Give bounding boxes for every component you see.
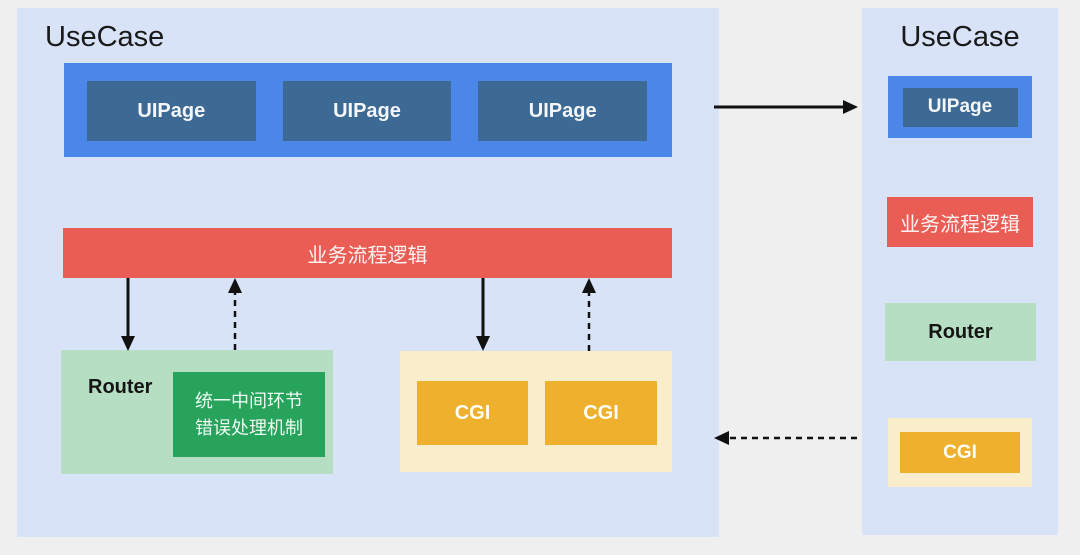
router-group: Router 统一中间环节 错误处理机制 (61, 350, 333, 474)
cgi-box-1: CGI (417, 381, 528, 445)
uipage-box-3: UIPage (478, 81, 648, 141)
mini-cgi-box: CGI (900, 432, 1020, 473)
error-handler-line-1: 统一中间环节 (195, 390, 303, 411)
mini-uipage-container: UIPage (888, 76, 1032, 138)
mini-router-box: Router (885, 303, 1036, 361)
business-logic-bar: 业务流程逻辑 (63, 228, 672, 278)
uipage-box-1: UIPage (87, 81, 256, 141)
uipage-box-2: UIPage (282, 81, 452, 141)
mini-business-logic-box: 业务流程逻辑 (887, 197, 1033, 247)
left-usecase-panel: UseCase UIPage UIPage UIPage 业务流程逻辑 Rout… (17, 8, 719, 537)
mini-uipage-box: UIPage (902, 87, 1018, 127)
right-usecase-title: UseCase (900, 21, 1020, 53)
cgi-box-2: CGI (545, 381, 657, 445)
error-handler-box: 统一中间环节 错误处理机制 (173, 372, 325, 457)
right-usecase-panel: UseCase UIPage 业务流程逻辑 Router CGI (862, 8, 1058, 535)
arrow-right-to-left-usecase (714, 431, 857, 445)
mini-cgi-container: CGI (888, 418, 1032, 487)
error-handler-line-2: 错误处理机制 (195, 417, 303, 438)
router-label: Router (88, 376, 153, 398)
arrow-left-to-right-usecase (714, 100, 858, 114)
cgi-group: CGI CGI (400, 351, 672, 472)
left-usecase-title: UseCase (45, 21, 165, 53)
uipage-container-bar: UIPage UIPage UIPage (64, 63, 672, 157)
